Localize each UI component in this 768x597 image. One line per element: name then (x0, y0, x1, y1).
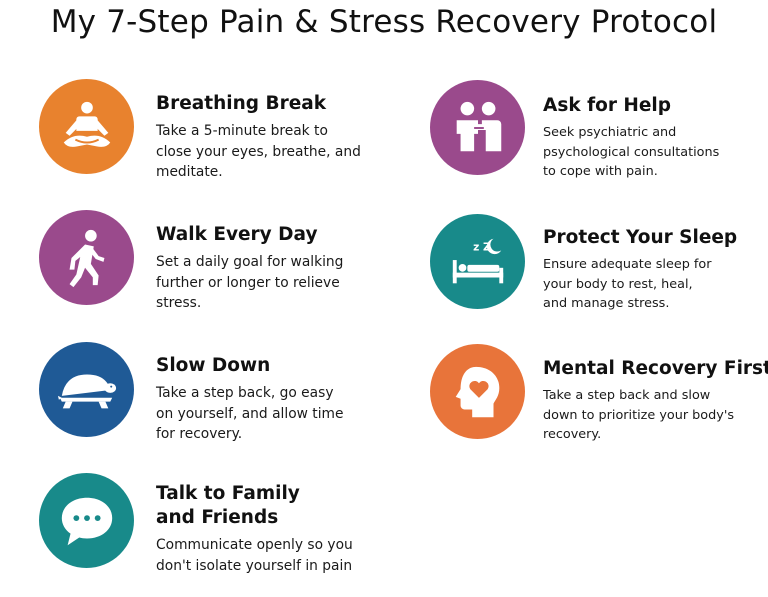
speech-bubble-icon (61, 497, 112, 545)
step-description-ask-for-help: Seek psychiatric and psychological consu… (543, 125, 720, 179)
head-heart-icon (455, 366, 499, 417)
turtle-icon (57, 374, 116, 408)
protect-sleep-icon-circle: z Z (430, 214, 525, 309)
step-heading-ask-for-help: Ask for Help (543, 95, 672, 116)
slow-down-icon-circle (39, 342, 134, 437)
mental-recovery-icon-circle (430, 344, 525, 439)
step-description-slow-down: Take a step back, go easy on yourself, a… (156, 385, 344, 442)
breathing-break-icon-circle (39, 79, 134, 174)
step-description-protect-your-sleep: Ensure adequate sleep for your body to r… (543, 257, 712, 311)
step-description-talk-to-family: Communicate openly so you don't isolate … (156, 537, 353, 574)
walking-person-icon (69, 229, 104, 287)
step-description-breathing-break: Take a 5-minute break to close your eyes… (156, 123, 361, 180)
step-description-walk-every-day: Set a daily goal for walking further or … (156, 254, 344, 311)
step-heading-protect-your-sleep: Protect Your Sleep (543, 227, 738, 248)
ask-for-help-icon-circle (430, 80, 525, 175)
step-heading-walk-every-day: Walk Every Day (156, 224, 318, 245)
page-title: My 7-Step Pain & Stress Recovery Protoco… (50, 4, 718, 40)
sleep-bed-icon: z Z (452, 238, 503, 283)
walk-every-day-icon-circle (39, 210, 134, 305)
talk-to-family-icon-circle (39, 473, 134, 568)
support-people-icon (456, 101, 501, 151)
step-heading-talk-to-family: Talk to Family and Friends (156, 483, 300, 528)
step-description-mental-recovery-first: Take a step back and slow down to priori… (543, 388, 735, 442)
meditation-icon (63, 101, 110, 147)
step-heading-mental-recovery-first: Mental Recovery First (543, 358, 768, 379)
step-heading-slow-down: Slow Down (156, 355, 271, 376)
step-heading-breathing-break: Breathing Break (156, 93, 327, 114)
sleep-z-text: z Z (473, 240, 491, 253)
